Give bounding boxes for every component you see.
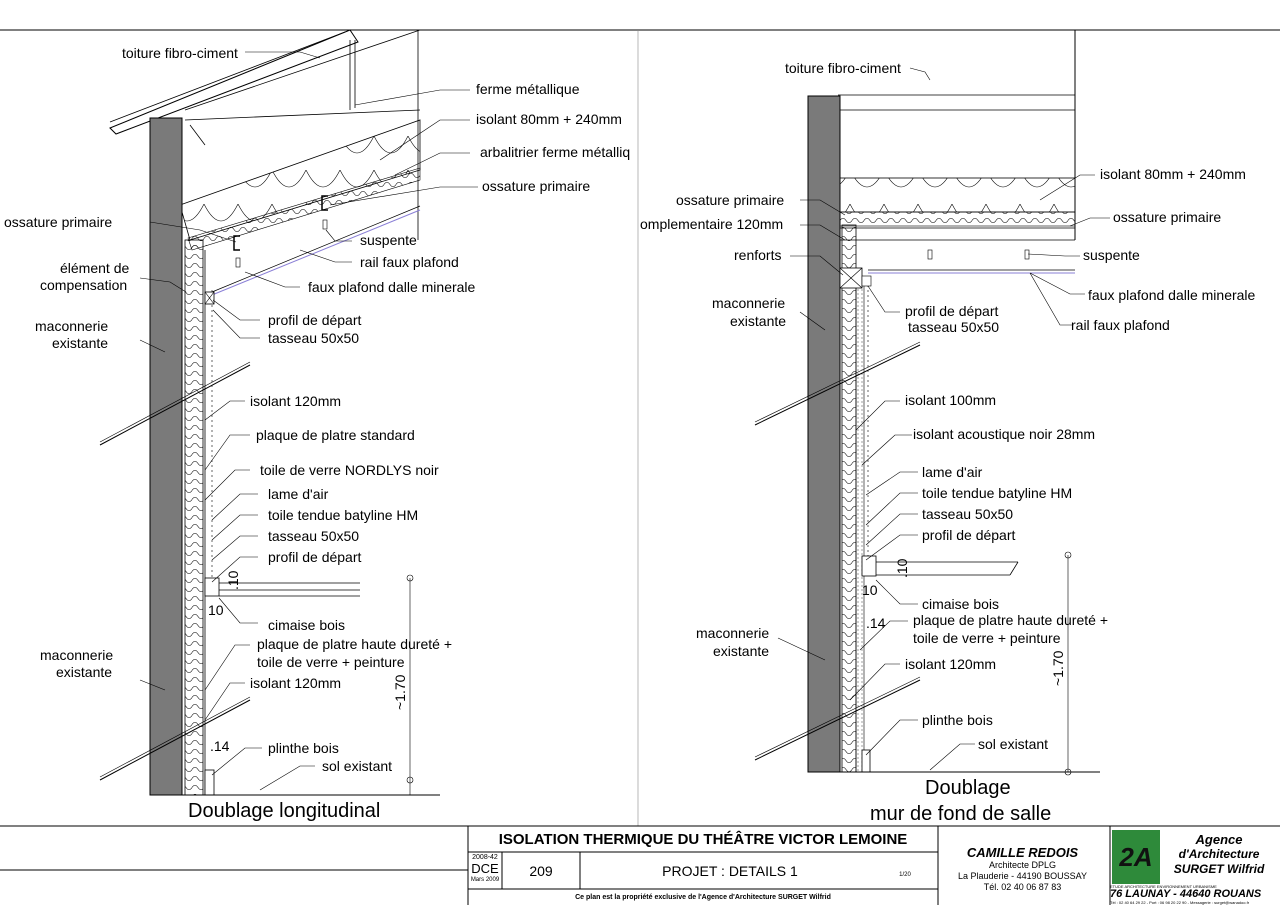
caption-right-2: mur de fond de salle [870,803,1051,825]
label-maconnerie-1: maconnerie [35,318,108,334]
agency-address: 76 LAUNAY - 44640 ROUANS [1110,888,1262,900]
dim-right-10h: 10 [862,582,878,598]
label-toile-tendue: toile tendue batyline HM [268,507,418,523]
label-isolant-roof: isolant 80mm + 240mm [476,111,622,127]
agency-line2: d'Architecture [1178,847,1260,861]
label-faux-plafond: faux plafond dalle minerale [308,279,476,295]
label-isolant-120b: isolant 120mm [250,675,341,691]
caption-left: Doublage longitudinal [188,800,380,822]
r-label-ossature-2: ossature primaire [1113,209,1221,225]
architect-title: Architecte DPLG [988,860,1057,870]
label-cimaise: cimaise bois [268,617,345,633]
sheet-frame [0,29,1280,826]
caption-right-1: Doublage [925,777,1011,799]
r-label-ossature-1: ossature primaire [676,192,784,208]
label-existante-2: existante [56,664,112,680]
r-label-isolant-roof: isolant 80mm + 240mm [1100,166,1246,182]
title-block-grid [0,825,1280,905]
agency-tagline: ETUDE ARCHITECTURE ENVIRONNEMENT URBANIS… [1110,884,1217,889]
label-suspente: suspente [360,232,417,248]
dim-right-10v: .10 [894,558,910,578]
right-detail-geometry [754,30,1100,776]
dim-left-10h: 10 [208,602,224,618]
label-profil-1: profil de départ [268,312,362,328]
r-label-plinthe: plinthe bois [922,712,993,728]
r-label-isolant-120: isolant 120mm [905,656,996,672]
label-tasseau-2: tasseau 50x50 [268,528,359,544]
label-plaque-standard: plaque de platre standard [256,427,415,443]
r-label-renforts: renforts [734,247,781,263]
label-arbalitrier: arbalitrier ferme métalliq [480,144,630,160]
r-label-toiture: toiture fibro-ciment [785,60,901,76]
label-element: élément de [60,260,129,276]
architect-address: La Plauderie - 44190 BOUSSAY [958,871,1087,881]
label-rail: rail faux plafond [360,254,459,270]
agency-line3: SURGET Wilfrid [1173,862,1265,876]
sheet-number: 209 [529,863,553,879]
label-existante-1: existante [52,335,108,351]
r-label-toile-peinture: toile de verre + peinture [913,630,1061,646]
scale: 1/20 [899,872,911,878]
r-label-isolant-100: isolant 100mm [905,392,996,408]
architect-block: CAMILLE REDOIS Architecte DPLG La Plaude… [940,845,1105,895]
agency-line1: Agence [1195,832,1243,847]
dim-right-170: ~1.70 [1050,650,1066,686]
r-label-lame-air: lame d'air [922,464,983,480]
label-ferme: ferme métallique [476,81,580,97]
r-label-sol: sol existant [978,736,1048,752]
dim-left-170: ~1.70 [392,674,408,710]
label-profil-2: profil de départ [268,549,362,565]
label-ossature-2: ossature primaire [4,214,112,230]
label-tasseau-1: tasseau 50x50 [268,330,359,346]
r-label-suspente: suspente [1083,247,1140,263]
r-label-toile-tendue: toile tendue batyline HM [922,485,1072,501]
r-label-existante-2: existante [713,643,769,659]
r-label-tasseau-2: tasseau 50x50 [922,506,1013,522]
right-leaders [777,67,1110,771]
agency-footer: ETUDE ARCHITECTURE ENVIRONNEMENT URBANIS… [1110,884,1280,905]
dim-left-14: .14 [210,738,230,754]
r-label-tasseau-1: tasseau 50x50 [908,319,999,335]
r-label-plaque-hd: plaque de platre haute dureté + [913,612,1108,628]
label-plinthe: plinthe bois [268,740,339,756]
label-lame-air: lame d'air [268,486,329,502]
label-toile-verre: toile de verre NORDLYS noir [260,462,439,478]
r-label-profil-2: profil de départ [922,527,1016,543]
label-ossature-1: ossature primaire [482,178,590,194]
r-label-profil-1: profil de départ [905,303,999,319]
date: Mars 2009 [470,877,500,883]
phase: DCE [471,861,499,876]
label-toiture: toiture fibro-ciment [122,45,238,61]
r-label-maconnerie-2: maconnerie [696,625,769,641]
r-label-isolant-acoustique: isolant acoustique noir 28mm [913,426,1095,442]
label-toile-peinture: toile de verre + peinture [257,654,405,670]
architect-phone: Tél. 02 40 06 87 83 [983,882,1062,892]
left-detail-geometry [99,29,440,796]
label-plaque-hd: plaque de platre haute dureté + [257,636,452,652]
r-label-faux-plafond: faux plafond dalle minerale [1088,287,1256,303]
label-compensation: compensation [40,277,127,293]
left-leaders [139,51,478,791]
r-label-cimaise: cimaise bois [922,596,999,612]
agency-logo: 2A [1112,830,1160,884]
agency-contact: Tél : 02 40 64 29 22 - Port : 06 98 20 2… [1110,900,1250,905]
dim-right-14: .14 [866,615,886,631]
r-label-complementaire: omplementaire 120mm [640,216,783,232]
label-maconnerie-2: maconnerie [40,647,113,663]
project-ref: 2008-42 [472,854,498,861]
ownership-note: Ce plan est la propriété exclusive de l'… [575,894,831,901]
architect-name: CAMILLE REDOIS [966,845,1079,860]
sheet-title: PROJET : DETAILS 1 [662,863,798,879]
r-label-rail: rail faux plafond [1071,317,1170,333]
project-title: ISOLATION THERMIQUE DU THÉÂTRE VICTOR LE… [498,831,908,848]
dim-left-10v: .10 [225,570,241,590]
r-label-maconnerie-1: maconnerie [712,295,785,311]
agency-block: Agence d'Architecture SURGET Wilfrid [1160,832,1278,884]
phase-cell: 2008-42 DCE Mars 2009 [468,853,502,889]
label-sol: sol existant [322,758,392,774]
r-label-existante-1: existante [730,313,786,329]
label-isolant-120: isolant 120mm [250,393,341,409]
